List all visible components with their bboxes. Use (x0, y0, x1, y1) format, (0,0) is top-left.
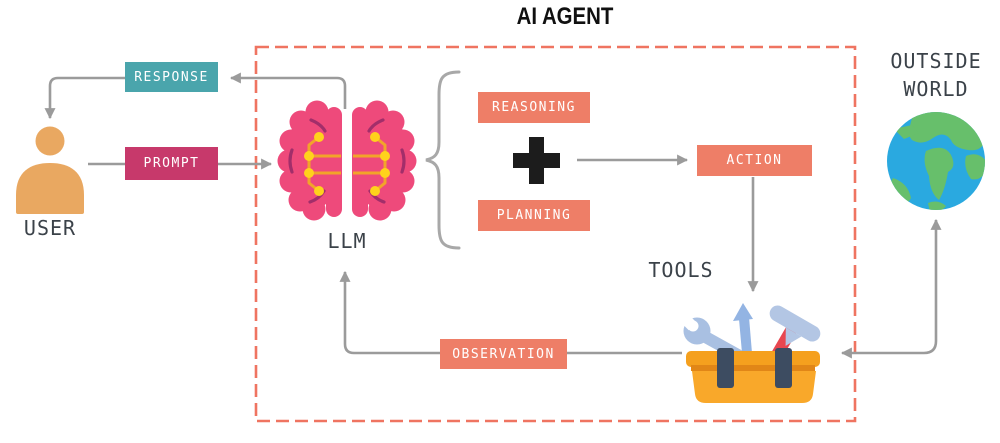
prompt-box: PROMPT (125, 147, 218, 180)
toolbox-icon (668, 301, 821, 403)
action-box: ACTION (697, 145, 812, 176)
observation-box: OBSERVATION (440, 339, 567, 369)
user-icon (16, 126, 84, 214)
arrow-llm-to-response (229, 72, 347, 109)
tools-label: TOOLS (648, 258, 714, 282)
outside-world-label: OUTSIDE WORLD (866, 47, 1000, 103)
diagram-title: AI AGENT (516, 3, 614, 30)
toolbox-rim-shadow (691, 365, 815, 371)
brain-icon (277, 100, 417, 221)
planning-box: PLANNING (478, 200, 590, 231)
outside-world-label-line2: WORLD (903, 77, 969, 101)
response-box: RESPONSE (125, 62, 218, 92)
user-label: USER (23, 216, 77, 240)
toolbox-rim (686, 351, 820, 367)
arrow-tools-observation-to-llm (339, 270, 682, 355)
brain-circuit-nodes (304, 132, 390, 196)
arrow-tools-outside-world (840, 218, 942, 359)
plus-icon (513, 137, 560, 184)
screwdriver-icon (733, 303, 753, 353)
toolbox-body (692, 371, 816, 403)
reasoning-box: REASONING (478, 92, 590, 123)
llm-label: LLM (327, 229, 367, 253)
arrow-response-to-user (44, 76, 125, 120)
globe-icon (887, 112, 985, 210)
outside-world-label-line1: OUTSIDE (890, 49, 982, 73)
curly-brace (425, 70, 461, 250)
brain-circuit (307, 135, 387, 193)
toolbox-clips (717, 348, 792, 388)
